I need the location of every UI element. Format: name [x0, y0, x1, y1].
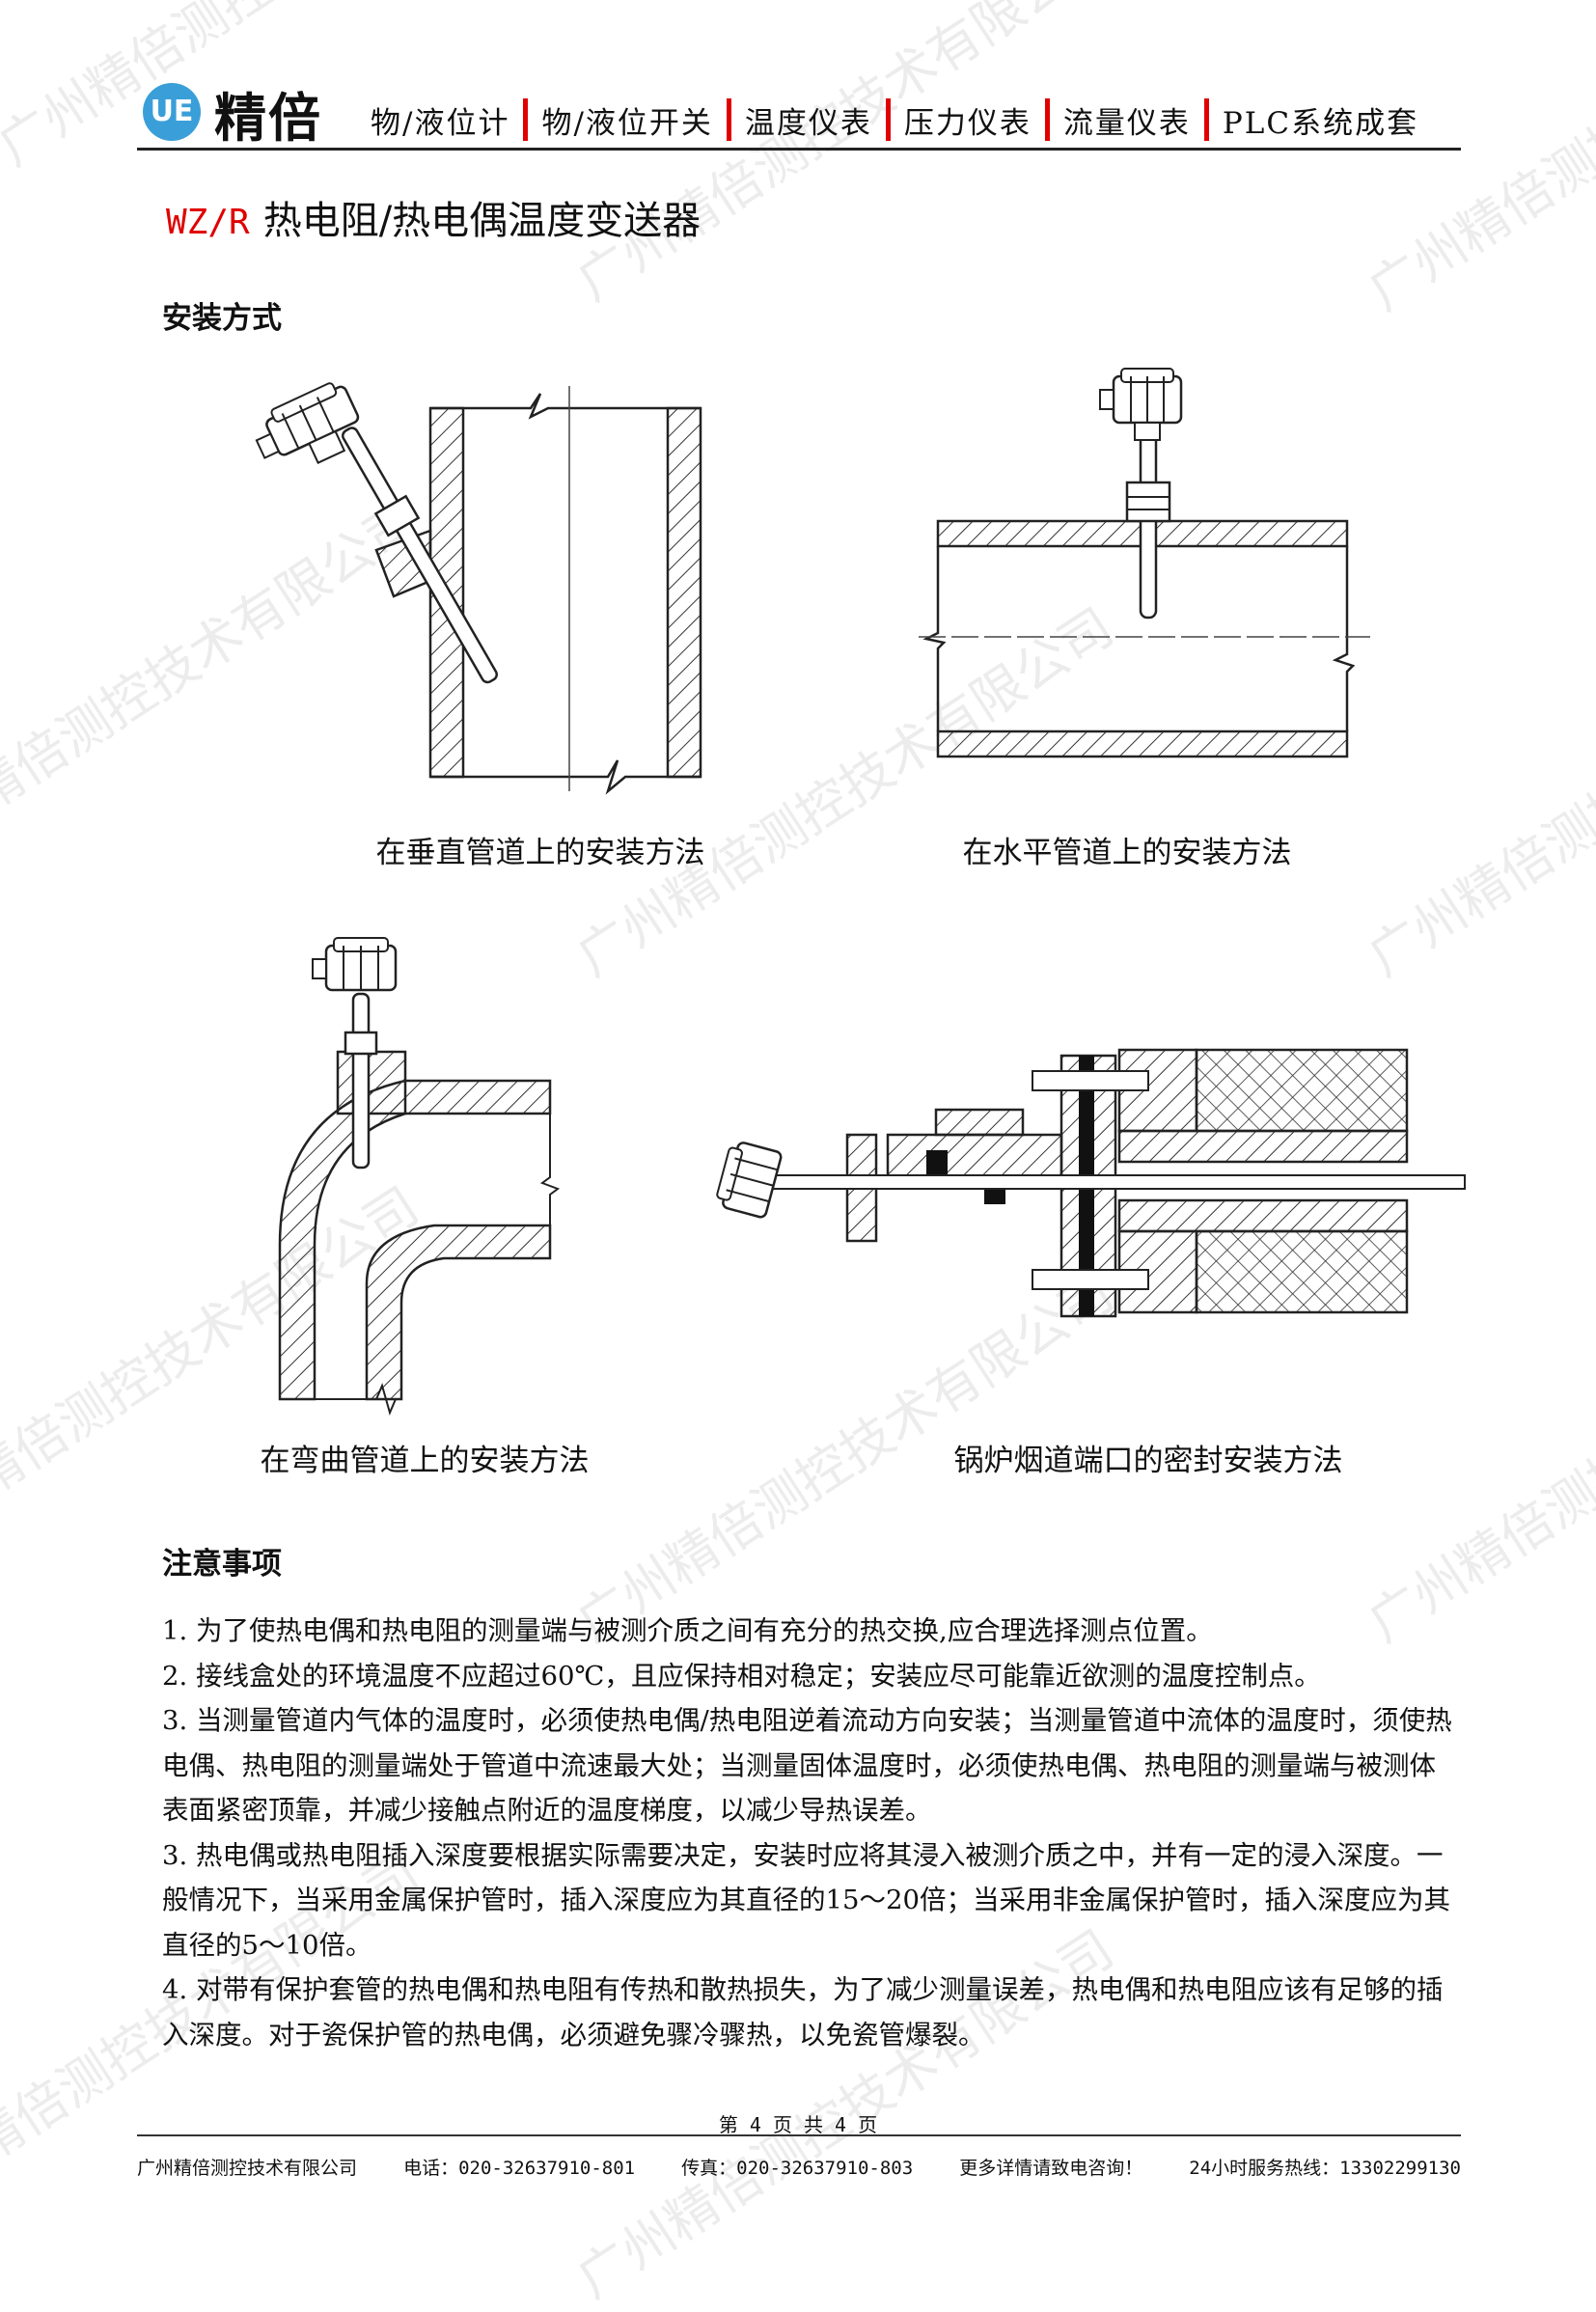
product-nav: 物/液位计 物/液位开关 温度仪表 压力仪表 流量仪表 PLC系统成套 [357, 98, 1432, 141]
page-title: WZ/R 热电阻/热电偶温度变送器 [166, 189, 701, 245]
caption-boiler-flue: 锅炉烟道端口的密封安装方法 [953, 1444, 1343, 1478]
footer-more: 更多详情请致电咨询！ [959, 2158, 1143, 2179]
note-item: 3. 当测量管道内气体的温度时，必须使热电偶/热电阻逆着流动方向安装；当测量管道… [162, 1705, 1452, 1826]
logo-text: UE [150, 95, 194, 128]
nav-item-pressure[interactable]: 压力仪表 [903, 105, 1032, 141]
vertical-pipe-diagram [255, 382, 702, 795]
nav-separator [885, 98, 891, 141]
notes-list: 1. 为了使热电偶和热电阻的测量端与被测介质之间有充分的热交换,应合理选择测点位… [162, 1609, 1455, 2057]
note-item: 1. 为了使热电偶和热电阻的测量端与被测介质之间有充分的热交换,应合理选择测点位… [162, 1615, 1213, 1646]
boiler-flue-diagram [716, 1048, 1466, 1318]
horizontal-pipe-diagram [919, 368, 1370, 758]
nav-item-level-meter[interactable]: 物/液位计 [371, 105, 510, 141]
brand-name: 精倍 [214, 88, 322, 149]
notes-heading: 注意事项 [162, 1547, 282, 1582]
title-text: 热电阻/热电偶温度变送器 [262, 199, 702, 243]
nav-item-flow[interactable]: 流量仪表 [1062, 105, 1191, 141]
footer-hotline: 24小时服务热线：13302299130 [1189, 2158, 1461, 2179]
nav-item-temperature[interactable]: 温度仪表 [744, 105, 872, 141]
watermark: 广州精倍测控技术有限公司 [1358, 0, 1596, 322]
footer: 广州精倍测控技术有限公司 电话：020-32637910-801 传真：020-… [137, 2154, 1461, 2180]
page-number: 第 4 页 共 4 页 [718, 2113, 878, 2136]
note-item: 3. 热电偶或热电阻插入深度要根据实际需要决定，安装时应将其浸入被测介质之中，并… [162, 1839, 1450, 1961]
nav-item-level-switch[interactable]: 物/液位开关 [541, 105, 713, 141]
nav-item-plc[interactable]: PLC系统成套 [1222, 105, 1419, 141]
header-divider [137, 148, 1461, 151]
caption-vertical-pipe: 在垂直管道上的安装方法 [375, 836, 705, 870]
footer-company: 广州精倍测控技术有限公司 [137, 2158, 358, 2179]
caption-bent-pipe: 在弯曲管道上的安装方法 [260, 1444, 590, 1478]
note-item: 2. 接线盒处的环境温度不应超过60℃，且应保持相对稳定；安装应尽可能靠近欲测的… [162, 1660, 1321, 1692]
watermark: 广州精倍测控技术有限公司 [1358, 595, 1596, 988]
nav-separator [1044, 98, 1050, 141]
nav-separator [1203, 98, 1209, 141]
install-heading: 安装方式 [162, 301, 282, 336]
nav-separator [726, 98, 731, 141]
footer-phone: 电话：020-32637910-801 [403, 2158, 636, 2179]
bent-pipe-diagram [278, 937, 561, 1416]
footer-divider [137, 2134, 1461, 2136]
caption-horizontal-pipe: 在水平管道上的安装方法 [962, 836, 1292, 870]
footer-fax: 传真：020-32637910-803 [681, 2158, 914, 2179]
model-code: WZ/R [166, 203, 250, 242]
watermark: 广州精倍测控技术有限公司 [566, 0, 1124, 313]
nav-separator [523, 98, 529, 141]
company-logo: UE [143, 83, 201, 141]
note-item: 4. 对带有保护套管的热电偶和热电阻有传热和散热损失，为了减少测量误差，热电偶和… [162, 1974, 1444, 2051]
